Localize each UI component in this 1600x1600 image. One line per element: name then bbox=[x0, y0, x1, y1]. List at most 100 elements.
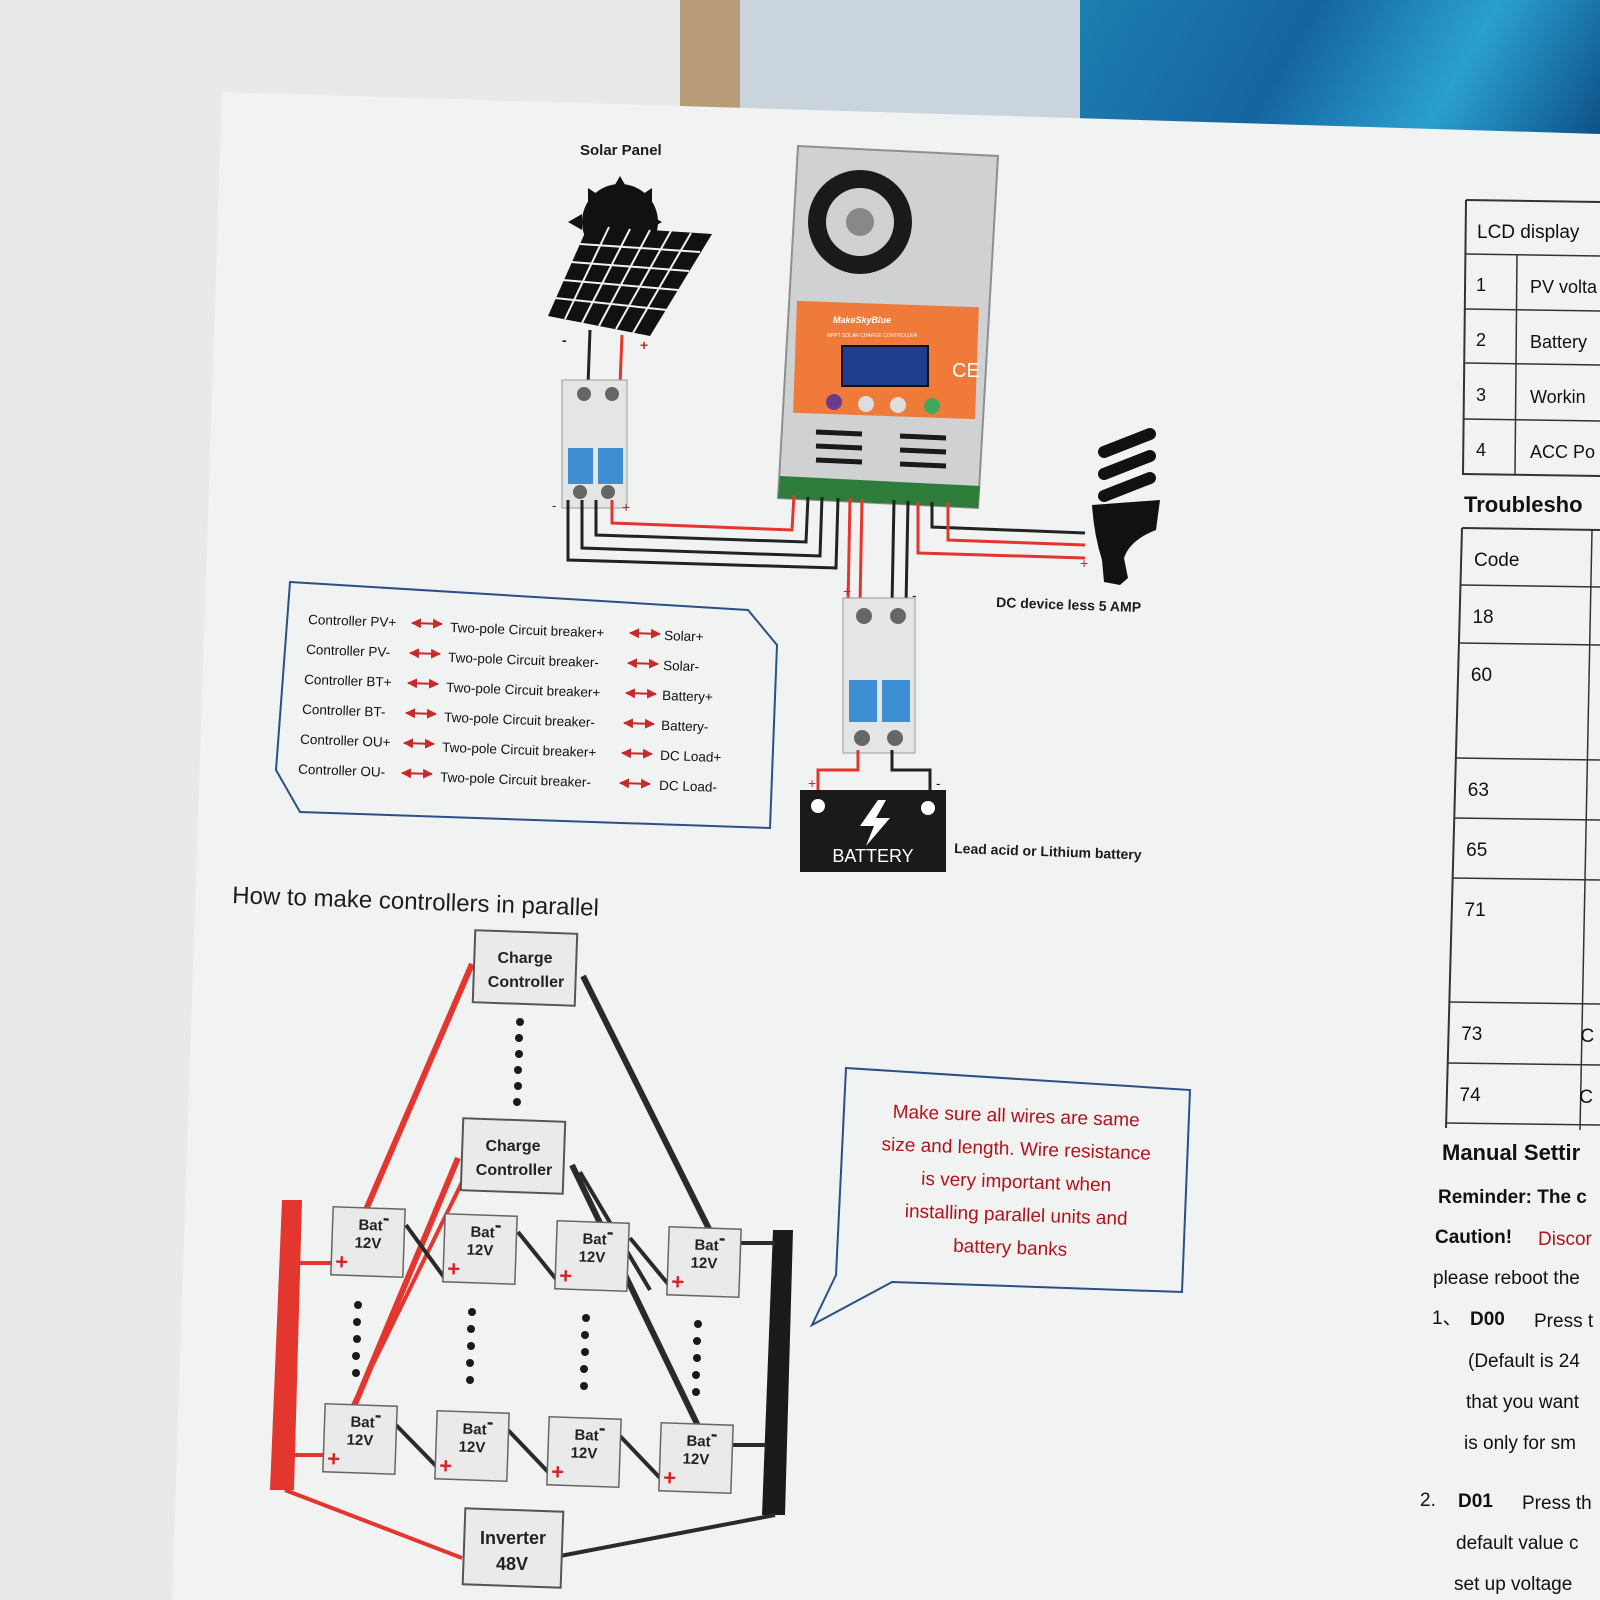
wiring-col-b: Two-pole Circuit breaker- bbox=[440, 770, 591, 790]
bat-label: Bat bbox=[350, 1414, 375, 1432]
reminder-text: Reminder: The c bbox=[1438, 1187, 1587, 1208]
code-table-rule bbox=[1452, 877, 1600, 881]
bat-plus: + bbox=[447, 1256, 461, 1281]
wiring-col-c: Solar+ bbox=[664, 628, 704, 644]
code-table-rule bbox=[1449, 1001, 1600, 1005]
note-callout bbox=[809, 1066, 1192, 1328]
code-value: 74 bbox=[1460, 1085, 1482, 1106]
load-pos-wire-2 bbox=[916, 502, 1086, 560]
bat-voltage: 12V bbox=[354, 1235, 381, 1253]
solar-pos-wire bbox=[618, 334, 624, 386]
inverter-line2: 48V bbox=[496, 1554, 528, 1574]
battery-circuit-breaker bbox=[842, 597, 916, 754]
double-arrow-icon bbox=[619, 778, 651, 789]
load-neg-wire bbox=[930, 502, 1086, 535]
double-arrow-icon bbox=[409, 648, 441, 659]
bat-minus: - bbox=[606, 1222, 613, 1244]
lcd-row-text: ACC Po bbox=[1530, 442, 1595, 462]
wiring-col-b: Two-pole Circuit breaker- bbox=[448, 650, 599, 670]
note-line: battery banks bbox=[953, 1236, 1068, 1261]
battery-text: BATTERY bbox=[832, 846, 913, 866]
bt-pos-wire-2 bbox=[858, 498, 864, 606]
battery-box-frame bbox=[434, 1409, 510, 1483]
item2-number: 2. bbox=[1420, 1490, 1436, 1511]
bat-plus: + bbox=[551, 1459, 565, 1484]
battery-box-frame bbox=[666, 1225, 742, 1299]
reboot-text: please reboot the bbox=[1433, 1268, 1580, 1289]
bt-neg-wire bbox=[890, 499, 896, 606]
battery-box-frame bbox=[658, 1421, 734, 1495]
breaker2-plus-label: + bbox=[843, 583, 851, 599]
code-value: 60 bbox=[1471, 665, 1492, 686]
negative-busbar bbox=[762, 1230, 793, 1515]
bat-voltage: 12V bbox=[570, 1445, 597, 1463]
manual-heading: Manual Settir bbox=[1442, 1140, 1581, 1165]
wiring-col-b: Two-pole Circuit breaker+ bbox=[450, 620, 605, 640]
battery-box-frame bbox=[546, 1415, 622, 1489]
wiring-col-a: Controller BT+ bbox=[304, 672, 392, 690]
double-arrow-icon bbox=[407, 678, 439, 689]
code-value: 71 bbox=[1465, 900, 1486, 921]
lcd-row-text: Battery bbox=[1530, 332, 1587, 352]
bat-voltage: 12V bbox=[690, 1255, 717, 1273]
wiring-col-c: Solar- bbox=[663, 658, 700, 674]
controller-subtitle: MPPT SOLAR CHARGE CONTROLLER bbox=[827, 333, 918, 339]
bat-voltage: 12V bbox=[466, 1242, 493, 1260]
pv-pos-wire bbox=[610, 494, 796, 532]
code-desc: C bbox=[1581, 1026, 1595, 1047]
wiring-col-c: DC Load+ bbox=[660, 748, 722, 765]
wiring-col-a: Controller BT- bbox=[302, 702, 386, 720]
background-blue-bag bbox=[1080, 0, 1600, 140]
background-foam bbox=[740, 0, 1080, 130]
wiring-col-a: Controller PV- bbox=[306, 642, 391, 660]
solar-plus-label: + bbox=[640, 337, 648, 353]
double-arrow-icon bbox=[629, 628, 661, 639]
double-arrow-icon bbox=[403, 738, 435, 749]
ce-mark: CE bbox=[952, 360, 980, 382]
item1-text: Press t bbox=[1534, 1311, 1594, 1332]
code-table-rule bbox=[1460, 584, 1600, 588]
wiring-table-box bbox=[274, 580, 779, 830]
bt-neg-wire-2 bbox=[904, 500, 910, 606]
double-arrow-icon bbox=[405, 708, 437, 719]
bat-minus: - bbox=[710, 1424, 717, 1446]
solar-panel-icon bbox=[548, 226, 712, 336]
item2-line2: default value c bbox=[1456, 1533, 1579, 1554]
bt-pos-wire bbox=[846, 497, 852, 606]
code-table-rule bbox=[1458, 642, 1600, 646]
bat-plus: + bbox=[671, 1269, 685, 1294]
bat-label: Bat bbox=[582, 1231, 607, 1249]
wiring-col-a: Controller PV+ bbox=[308, 612, 397, 630]
light-bulb-icon bbox=[1092, 428, 1160, 585]
wiring-col-c: Battery+ bbox=[662, 688, 713, 705]
bat-voltage: 12V bbox=[578, 1249, 605, 1267]
bat-label: Bat bbox=[686, 1433, 711, 1451]
breaker-plus-label: + bbox=[622, 499, 630, 515]
controller-1-line2: Controller bbox=[488, 974, 564, 991]
bat-voltage: 12V bbox=[346, 1432, 373, 1450]
double-arrow-icon bbox=[401, 768, 433, 779]
item1-number: 1、 bbox=[1432, 1308, 1462, 1329]
double-arrow-icon bbox=[625, 688, 657, 699]
item1-line3: that you want bbox=[1466, 1392, 1580, 1413]
item1-code: D00 bbox=[1470, 1309, 1505, 1330]
code-desc: C bbox=[1579, 1087, 1593, 1108]
bat-label: Bat bbox=[694, 1237, 719, 1255]
lcd-row-text: PV volta bbox=[1530, 277, 1598, 297]
bat-plus: + bbox=[327, 1446, 341, 1471]
wiring-col-b: Two-pole Circuit breaker+ bbox=[446, 680, 601, 700]
bat-plus: + bbox=[439, 1453, 453, 1478]
load-plus-label: + bbox=[1080, 555, 1088, 571]
bat-plus: + bbox=[335, 1249, 349, 1274]
